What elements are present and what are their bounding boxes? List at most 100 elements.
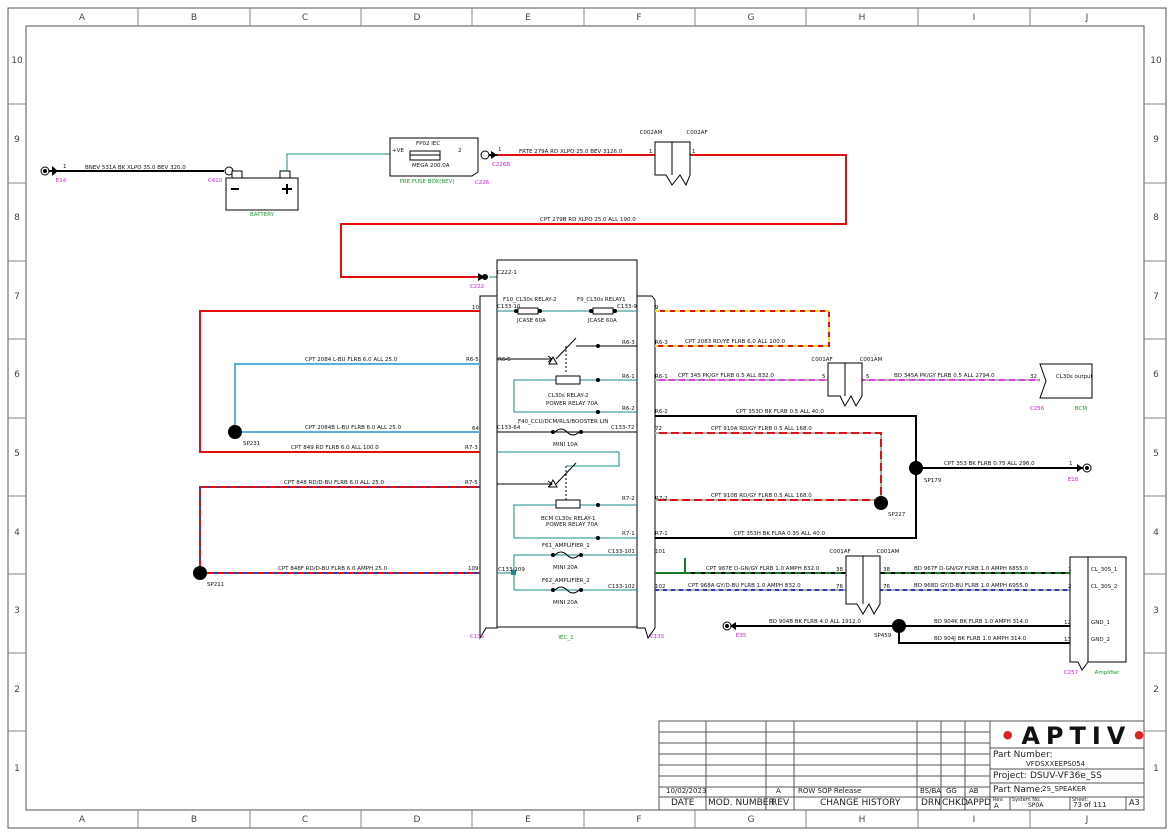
relay1-feed xyxy=(497,451,620,467)
part-number-label: Part Number: xyxy=(993,750,1053,760)
bus-f62 xyxy=(497,572,637,591)
fuse-label: F10_CL30s RELAY-2 xyxy=(503,297,556,303)
header-appd: APPD xyxy=(967,798,991,808)
fuse-box-name: PRE FUSE BOX(BEV) xyxy=(400,179,455,185)
sheet-label: Sheet: xyxy=(1072,797,1089,803)
splice-label: SP459 xyxy=(874,633,892,639)
splice-sp231 xyxy=(228,425,242,439)
row-label: 8 xyxy=(1153,213,1159,223)
pin-label: C133-101 xyxy=(608,549,635,555)
splice-sp211 xyxy=(193,566,207,580)
fuse-f62 xyxy=(554,586,580,594)
relay-pin: R7-2 xyxy=(622,496,635,502)
part-number-value: VFDSXXEEPS054 xyxy=(1026,760,1086,768)
fuse-rating: MINI 20A xyxy=(553,565,578,571)
connector-label: C222 xyxy=(470,284,484,290)
rev-value: A xyxy=(994,802,999,810)
revision-drn: BS/BA xyxy=(920,787,942,795)
col-label: I xyxy=(973,815,976,825)
wire-label: CPT 2084 L-BU FLRB 6.0 ALL 25.0 xyxy=(305,357,398,363)
relay2-switch xyxy=(555,337,577,360)
pin-label: 1 xyxy=(692,149,696,155)
pin-label: C133-9 xyxy=(617,304,637,310)
col-label: G xyxy=(748,815,755,825)
wire-label: CPT 353 BK FLRB 0.75 ALL 296.0 xyxy=(944,461,1035,467)
fuse-f40 xyxy=(554,428,580,436)
wire-353-black xyxy=(655,415,917,539)
wire-279-red xyxy=(340,154,847,278)
connector-c226b-pin xyxy=(480,150,490,160)
pin-label: 76 xyxy=(883,584,890,590)
col-label: D xyxy=(414,815,421,825)
fuse-f10 xyxy=(517,307,539,315)
relay-pin: R6-5 xyxy=(466,357,479,363)
pin-label: 109 xyxy=(468,566,479,572)
pin-label: 102 xyxy=(655,584,666,590)
system-label: System No: xyxy=(1012,797,1041,803)
rev-label: Rev: xyxy=(993,797,1004,803)
row-label: 5 xyxy=(1153,449,1159,459)
title-block-grid xyxy=(658,720,1145,811)
relay-pin: R6-1 xyxy=(655,374,668,380)
header-date: DATE xyxy=(671,798,695,808)
pin-label: 5 xyxy=(822,374,826,380)
row-label: 2 xyxy=(14,685,20,695)
fuse-label: F61_AMPLIFIER_1 xyxy=(542,543,590,549)
row-label: 2 xyxy=(1153,685,1159,695)
col-label: A xyxy=(79,13,86,23)
col-label: J xyxy=(1085,13,1089,23)
row-labels: 10 9 8 7 6 5 4 3 2 1 10 9 8 7 6 5 4 3 2 … xyxy=(11,56,1162,774)
col-label: C xyxy=(302,13,308,23)
row-label: 9 xyxy=(1153,135,1159,145)
col-label: F xyxy=(636,13,641,23)
amplifier-connector-c257 xyxy=(1069,556,1127,671)
wire-2084-lightblue xyxy=(234,363,480,433)
pin-label: 32 xyxy=(1030,374,1037,380)
row-label: 4 xyxy=(14,528,20,538)
revision-letter: A xyxy=(776,787,781,795)
wire-label: CPT 345 PK/GY FLRB 0.5 ALL 832.0 xyxy=(678,373,774,379)
relay-pin: R6-2 xyxy=(622,406,635,412)
wire-label: CPT 967E D-GN/GY FLRB 1.0 AMPH 832.0 xyxy=(706,566,820,572)
connector-c135 xyxy=(479,295,498,640)
wire-label: CPT 279B RD XLPO 25.0 ALL 190.0 xyxy=(540,217,636,223)
revision-change: ROW SOP Release xyxy=(798,787,862,795)
relay-pin: R7-1 xyxy=(622,531,635,537)
col-label: E xyxy=(525,13,531,23)
pin-label: 1 xyxy=(1069,461,1073,467)
header-change-history: CHANGE HISTORY xyxy=(820,798,901,808)
wire-label: BD 904J BK FLRB 1.0 AMPH 314.0 xyxy=(934,636,1027,642)
relay-pin: R7-3 xyxy=(465,445,478,451)
wire-label: CPT 848 RD/D-BU FLRB 6.0 ALL 25.0 xyxy=(284,480,384,486)
relay-pin: R7-5 xyxy=(465,480,478,486)
row-label: 3 xyxy=(14,606,20,616)
relay1-switch xyxy=(555,462,577,485)
connector-label: C133 xyxy=(650,634,665,640)
wire-label: BNEV 531A BK XLPO 35.0 BEV 320.0 xyxy=(85,165,186,171)
col-label: B xyxy=(191,13,197,23)
wire-2083-yellow-stripe xyxy=(655,310,830,347)
pin-label: 10 xyxy=(472,305,479,311)
connector-label: C226B xyxy=(492,162,510,168)
col-label: I xyxy=(973,13,976,23)
ground-e18 xyxy=(1082,463,1092,473)
connector-label: C002AF xyxy=(686,130,707,136)
row-label: 6 xyxy=(14,370,20,380)
row-label: 9 xyxy=(14,135,20,145)
relay-label: POWER RELAY 70A xyxy=(546,401,598,407)
wire-label: CPT 968A GY/D-BU FLRB 1.0 AMPH 832.0 xyxy=(688,583,801,589)
wire-label: CPT 353D BK FLRB 0.5 ALL 40.0 xyxy=(736,409,824,415)
fuse-f61 xyxy=(554,551,580,559)
part-name-label: Part Name: xyxy=(993,785,1044,795)
splice-sp227 xyxy=(874,496,888,510)
col-label: D xyxy=(414,13,421,23)
pin-label: 1 xyxy=(63,164,67,170)
sheet-size: A3 xyxy=(1129,798,1140,807)
battery-label: BATTERY xyxy=(250,212,275,218)
wire-label: CPT 2083 RD/YE FLRB 6.0 ALL 100.0 xyxy=(685,339,785,345)
pin-label: 9 xyxy=(655,305,659,311)
connector-label: C410 xyxy=(208,178,223,184)
pin-label: C133-109 xyxy=(498,567,525,573)
col-label: C xyxy=(302,815,308,825)
row-label: 4 xyxy=(1153,528,1159,538)
